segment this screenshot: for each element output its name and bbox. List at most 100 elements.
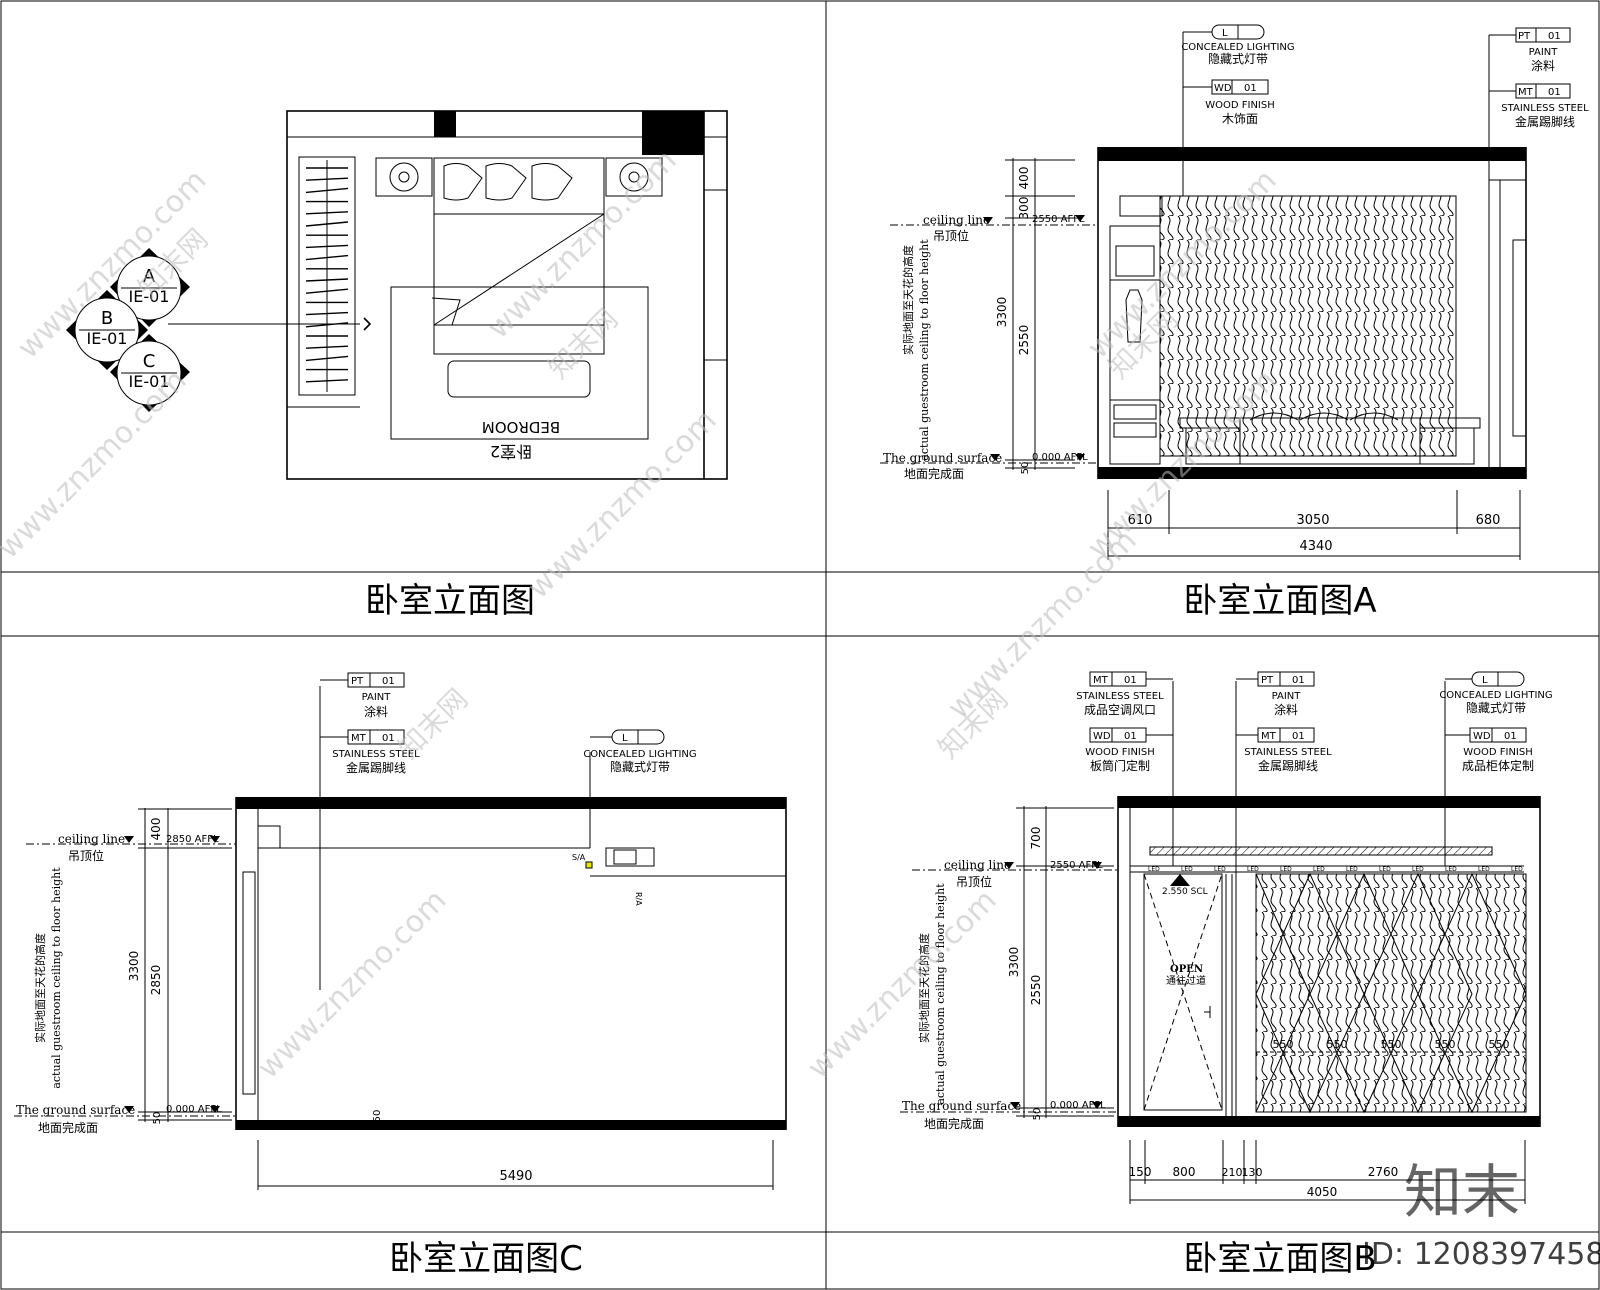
elev-b-tag-6-cn: 成品柜体定制 [1462, 758, 1534, 773]
elev-a-tag-paint: PT 01 PAINT 涂料 [1488, 27, 1571, 140]
elev-c-ceiling-level: 2850 AFFL [166, 834, 219, 845]
elev-b-tag-3-code: PT [1261, 675, 1274, 686]
elev-a-level-labels: ceiling line 吊顶位 2550 AFFL The ground su… [880, 213, 1098, 481]
wardrobe-hanger [305, 187, 349, 194]
elev-b-tag-steel-skirting: MT 01 STAINLESS STEEL 金属踢脚线 [1236, 727, 1332, 773]
elev-c-ceiling-cn: 吊顶位 [68, 848, 104, 863]
elev-a-tag-wood-num: 01 [1244, 83, 1257, 94]
elev-a-left-cabinet [1109, 195, 1163, 465]
elev-c-mark-sa: S/A [572, 853, 586, 862]
elev-a-height-cn: 实际地面至天花的高度 [901, 245, 915, 355]
elev-b-tag-5-en: CONCEALED LIGHTING [1439, 690, 1552, 701]
led-label: LED [1247, 866, 1259, 873]
wardrobe-hanger [305, 278, 349, 282]
watermark-site-cn-2: 知末网 [542, 302, 625, 385]
led-label: LED [1280, 866, 1292, 873]
elev-c-horizontal-dimensions: 5490 50 [257, 1110, 774, 1190]
index-marker-a-letter: A [143, 266, 156, 287]
elev-b-ceiling-level: 2550 AFFL [1050, 860, 1103, 871]
led-label: LED [1346, 866, 1358, 873]
elev-c-tag-paint-num: 01 [382, 676, 395, 687]
elev-b-tag-6-num: 01 [1504, 731, 1517, 742]
elev-b-tag-1-cn: 成品空调风口 [1084, 703, 1156, 717]
elev-b-tag-4-cn: 金属踢脚线 [1258, 758, 1318, 773]
elev-a-ceiling-cn: 吊顶位 [933, 228, 969, 243]
elev-a-dim-50: 50 [1020, 462, 1031, 475]
elev-b-dim-210: 210 [1222, 1166, 1243, 1179]
elev-b-horizontal-dimensions: 150 800 210 130 2760 4050 [1129, 1140, 1526, 1204]
elev-c-tag-lighting: L CONCEALED LIGHTING 隐藏式灯带 [583, 729, 697, 774]
elev-b-tag-2-code: WD [1093, 731, 1111, 742]
led-label: LED [1181, 866, 1193, 873]
elev-a-ground-cn: 地面完成面 [904, 466, 964, 481]
index-marker-b-ref: IE-01 [87, 329, 128, 348]
elev-a-vertical-dimensions: 400 300 3300 2550 50 [995, 158, 1075, 474]
plan-panel-title: 卧室立面图 [365, 581, 535, 621]
elev-b-tag-5-code: L [1482, 675, 1488, 686]
elev-c-height-en: actual guestroom ceiling to floor height [50, 867, 63, 1089]
elev-c-tag-paint-cn: 涂料 [364, 704, 388, 719]
elev-a-tag-lighting-en: CONCEALED LIGHTING [1181, 42, 1294, 53]
plan-panel: BEDROOM 卧室2 A IE-01 B IE-01 C IE-01 卧室立面… [66, 110, 728, 621]
elev-b-tag-wood-door: WD 01 WOOD FINISH 板筒门定制 [1085, 727, 1173, 773]
led-label: LED [1412, 866, 1424, 873]
elev-b-dim-700: 700 [1029, 827, 1043, 850]
led-label: LED [1478, 866, 1490, 873]
elev-b-panel-dim-1: 550 [1273, 1038, 1294, 1051]
watermark-site-2: www.znzmo.com [481, 143, 684, 346]
elev-c-tag-lighting-code: L [622, 733, 628, 744]
elev-a-tag-wood: WD 01 WOOD FINISH 木饰面 [1183, 79, 1275, 126]
elev-a-dim-400: 400 [1017, 167, 1031, 190]
elev-c-ground-cn: 地面完成面 [38, 1120, 98, 1135]
elev-b-dim-2760: 2760 [1368, 1165, 1399, 1179]
elev-c-tag-steel-code: MT [351, 733, 367, 744]
watermark-site-8: www.znzmo.com [801, 883, 1004, 1086]
led-label: LED [1511, 866, 1523, 873]
elev-b-level-labels: ceiling line 吊顶位 2550 AFFL The ground su… [900, 858, 1118, 1131]
elev-a-tag-steel-cn: 金属踢脚线 [1515, 114, 1575, 129]
elev-a-tag-paint-en: PAINT [1529, 47, 1559, 58]
led-label: LED [1445, 866, 1457, 873]
watermark-site-4: www.znzmo.com [0, 363, 194, 566]
elev-c-ground-level: 0.000 AFFL [166, 1104, 222, 1115]
elev-b-tag-4-en: STAINLESS STEEL [1244, 747, 1332, 758]
elev-c-tag-paint-en: PAINT [362, 692, 392, 703]
elev-b-ground-level: 0.000 AFFL [1050, 1100, 1106, 1111]
elev-b-tag-steel-vent: MT 01 STAINLESS STEEL 成品空调风口 [1076, 671, 1173, 717]
index-marker-a-ref: IE-01 [129, 287, 170, 306]
watermark-site-7: www.znzmo.com [251, 883, 454, 1086]
elev-a-tag-paint-num: 01 [1548, 31, 1561, 42]
elev-b-panel-dim-3: 550 [1381, 1038, 1402, 1051]
elev-a-tag-wood-en: WOOD FINISH [1205, 100, 1275, 111]
elev-a-dim-4340: 4340 [1299, 539, 1332, 554]
wardrobe-hanger [305, 379, 349, 383]
elev-a-tag-paint-cn: 涂料 [1531, 58, 1555, 73]
elev-b-ground-cn: 地面完成面 [924, 1116, 984, 1131]
elev-a-tag-lighting-code: L [1222, 28, 1228, 39]
elev-c-dim-400: 400 [149, 818, 163, 841]
plan-room-chinese: 卧室2 [490, 442, 532, 461]
elev-c-level-labels: ceiling line 吊顶位 2850 AFFL The ground su… [14, 832, 236, 1135]
wardrobe-hanger [305, 311, 349, 316]
wardrobe-hanger [305, 345, 349, 349]
elev-b-tag-5-cn: 隐藏式灯带 [1466, 701, 1526, 715]
elev-c-tag-paint: PT 01 PAINT 涂料 [320, 672, 405, 719]
wardrobe-hanger [305, 355, 349, 362]
elev-b-dim-130: 130 [1242, 1166, 1263, 1179]
elev-a-ground-en: The ground surface [883, 451, 1002, 465]
plan-room [286, 110, 728, 480]
elev-a-dim-3300: 3300 [995, 297, 1009, 328]
elev-a-dim-2550: 2550 [1017, 325, 1031, 356]
wardrobe-hanger [305, 177, 349, 181]
elev-b-wall-panels: 550 550 550 550 550 [1255, 872, 1527, 1114]
elev-b-dim-150: 150 [1129, 1165, 1152, 1179]
wardrobe-hanger [305, 244, 349, 249]
elev-c-panel-title: 卧室立面图C [389, 1239, 583, 1279]
plan-room-english: BEDROOM [482, 418, 560, 436]
elev-b-tag-1-en: STAINLESS STEEL [1076, 691, 1164, 702]
elev-b-dim-3300: 3300 [1007, 947, 1021, 978]
elev-b-tag-3-num: 01 [1292, 675, 1305, 686]
elev-b-dim-4050: 4050 [1307, 1185, 1338, 1199]
